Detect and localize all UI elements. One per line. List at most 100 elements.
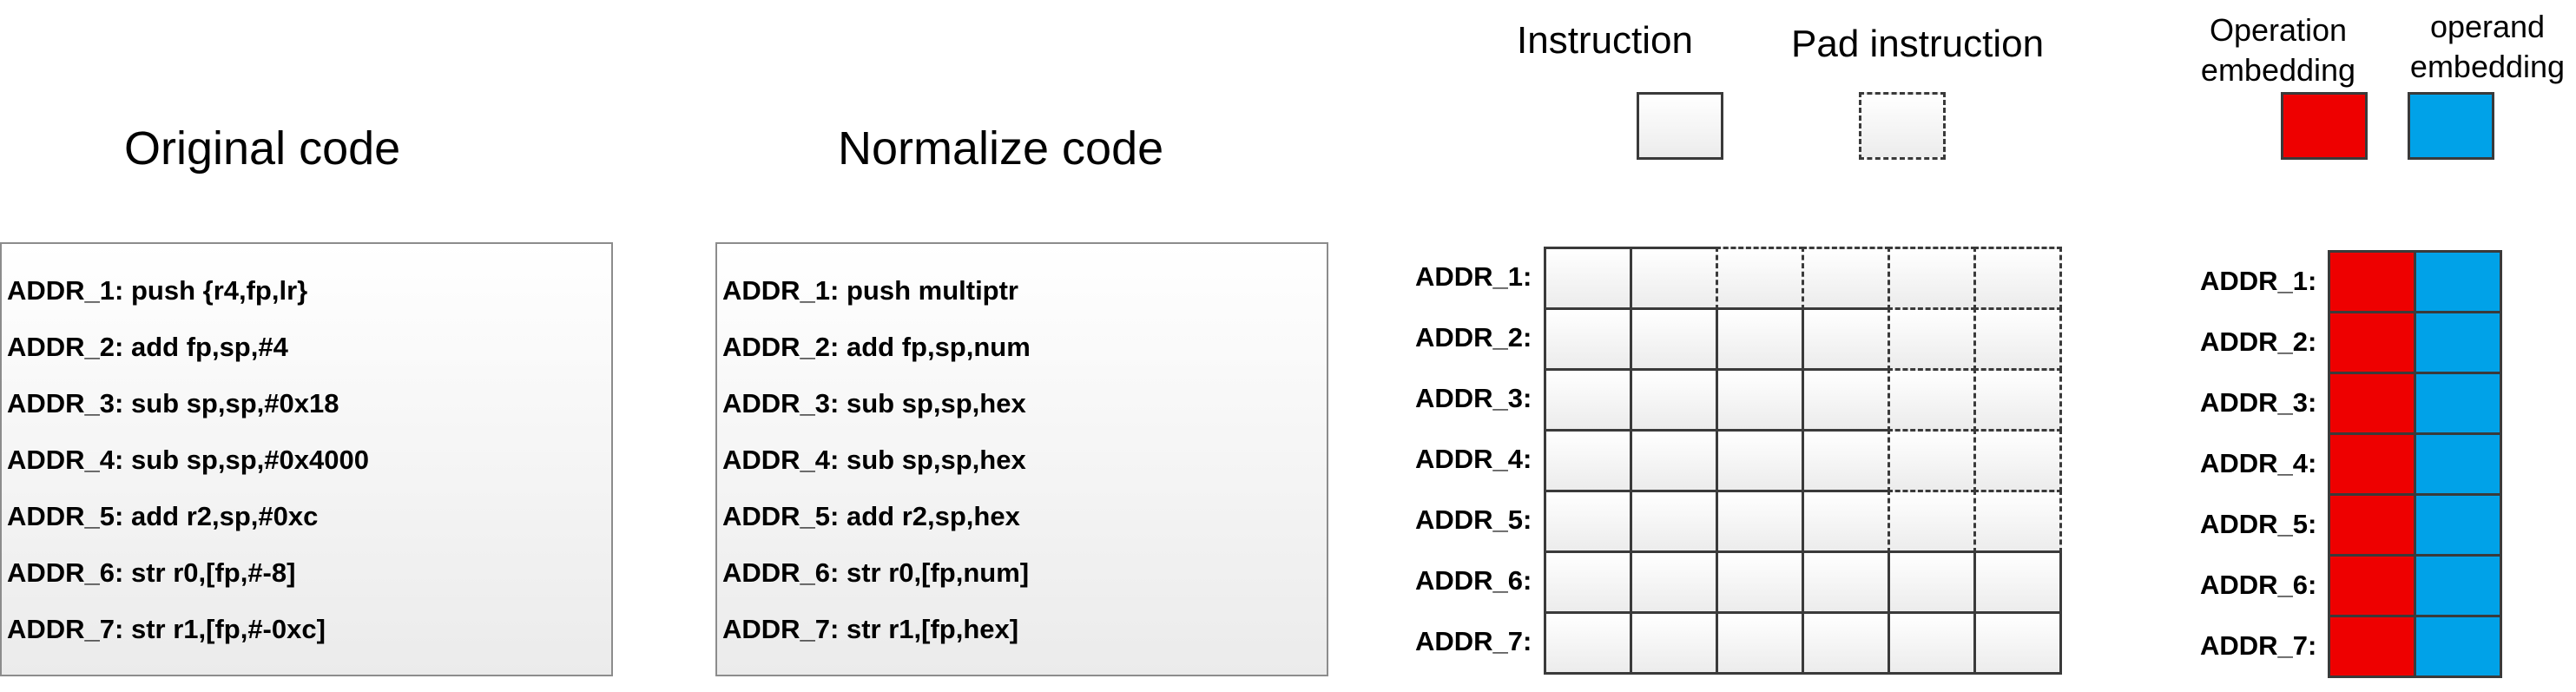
original-code-title: Original code [124, 122, 401, 175]
normalize-code-line: ADDR_7: str r1,[fp,hex] [722, 614, 1019, 644]
legend-operation-embedding-label: Operation embedding [2200, 10, 2356, 90]
instruction-token-cell [1544, 550, 1632, 614]
original-code-line: ADDR_3: sub sp,sp,#0x18 [7, 388, 339, 418]
legend-operation-line1: Operation [2209, 12, 2348, 48]
grid-addr-label: ADDR_4: [1415, 444, 1532, 474]
instruction-token-cell [1630, 550, 1718, 614]
legend-operand-embedding-swatch [2408, 92, 2494, 160]
operation-embedding-cell [2328, 432, 2416, 496]
normalize-code-line: ADDR_4: sub sp,sp,hex [722, 445, 1026, 475]
operation-embedding-cell [2328, 615, 2416, 678]
operand-embedding-cell [2414, 615, 2502, 678]
operand-embedding-cell [2414, 554, 2502, 617]
instruction-token-cell [1544, 429, 1632, 492]
instruction-token-cell [1630, 429, 1718, 492]
legend-operand-line1: operand [2429, 9, 2546, 44]
operand-embedding-cell [2414, 493, 2502, 557]
instruction-token-cell [1630, 611, 1718, 675]
original-code-line: ADDR_2: add fp,sp,#4 [7, 332, 288, 362]
embedding-grid [2328, 250, 2502, 688]
instruction-token-cell [1973, 611, 2062, 675]
instruction-token-cell [1544, 307, 1632, 371]
instruction-token-cell [1802, 550, 1890, 614]
pad-token-cell [1973, 368, 2062, 432]
pad-token-cell [1973, 429, 2062, 492]
instruction-token-cell [1630, 247, 1718, 310]
grid-addr-label: ADDR_6: [1415, 565, 1532, 596]
embedding-addr-label: ADDR_3: [2200, 387, 2317, 418]
operand-embedding-cell [2414, 250, 2502, 313]
normalize-code-line: ADDR_1: push multiptr [722, 275, 1018, 306]
pad-token-cell [1888, 368, 1976, 432]
instruction-token-cell [1544, 611, 1632, 675]
original-code-line: ADDR_4: sub sp,sp,#0x4000 [7, 445, 369, 475]
pad-token-cell [1888, 307, 1976, 371]
original-code-box: ADDR_1: push {r4,fp,lr} ADDR_2: add fp,s… [0, 242, 613, 676]
operand-embedding-cell [2414, 311, 2502, 374]
grid-addr-label: ADDR_7: [1415, 626, 1532, 656]
embedding-addr-label: ADDR_6: [2200, 570, 2317, 600]
instruction-token-cell [1888, 611, 1976, 675]
grid-addr-label: ADDR_5: [1415, 504, 1532, 535]
embedding-addr-label: ADDR_2: [2200, 326, 2317, 357]
instruction-token-cell [1888, 550, 1976, 614]
instruction-token-cell [1544, 368, 1632, 432]
grid-addr-label: ADDR_3: [1415, 383, 1532, 413]
operand-embedding-cell [2414, 372, 2502, 435]
legend-operand-embedding-label: operand embedding [2405, 7, 2570, 87]
embedding-addr-label: ADDR_1: [2200, 266, 2317, 296]
normalize-code-line: ADDR_5: add r2,sp,hex [722, 501, 1020, 531]
legend-operation-line2: embedding [2200, 52, 2356, 88]
instruction-token-cell [1544, 490, 1632, 553]
operand-embedding-cell [2414, 432, 2502, 496]
instruction-token-cell [1802, 611, 1890, 675]
instruction-token-cell [1716, 307, 1804, 371]
instruction-token-cell [1802, 490, 1890, 553]
embedding-addr-label: ADDR_7: [2200, 630, 2317, 661]
pad-token-cell [1716, 247, 1804, 310]
operation-embedding-cell [2328, 372, 2416, 435]
normalize-code-line: ADDR_6: str r0,[fp,num] [722, 557, 1030, 588]
original-code-line: ADDR_5: add r2,sp,#0xc [7, 501, 319, 531]
pad-token-cell [1973, 247, 2062, 310]
normalize-code-title: Normalize code [838, 122, 1164, 175]
instruction-token-cell [1716, 611, 1804, 675]
instruction-token-cell [1716, 490, 1804, 553]
original-code-line: ADDR_6: str r0,[fp,#-8] [7, 557, 296, 588]
grid-addr-label: ADDR_2: [1415, 322, 1532, 353]
instruction-token-cell [1544, 247, 1632, 310]
pad-token-cell [1973, 490, 2062, 553]
normalize-code-box: ADDR_1: push multiptr ADDR_2: add fp,sp,… [715, 242, 1328, 676]
pad-token-cell [1888, 490, 1976, 553]
operation-embedding-cell [2328, 493, 2416, 557]
instruction-token-cell [1802, 368, 1890, 432]
operation-embedding-cell [2328, 311, 2416, 374]
legend-instruction-swatch [1637, 92, 1723, 160]
legend-instruction-label: Instruction [1517, 19, 1693, 62]
instruction-token-cell [1802, 307, 1890, 371]
legend-pad-instruction-swatch [1859, 92, 1946, 160]
embedding-addr-label: ADDR_5: [2200, 509, 2317, 539]
original-code-line: ADDR_7: str r1,[fp,#-0xc] [7, 614, 326, 644]
operation-embedding-cell [2328, 250, 2416, 313]
instruction-token-cell [1716, 550, 1804, 614]
pad-token-cell [1888, 247, 1976, 310]
embedding-addr-label: ADDR_4: [2200, 448, 2317, 478]
normalize-code-line: ADDR_3: sub sp,sp,hex [722, 388, 1026, 418]
pad-token-cell [1802, 247, 1890, 310]
legend-pad-instruction-label: Pad instruction [1791, 23, 2045, 65]
normalize-code-line: ADDR_2: add fp,sp,num [722, 332, 1031, 362]
legend-operand-line2: embedding [2409, 49, 2566, 84]
grid-addr-label: ADDR_1: [1415, 261, 1532, 292]
instruction-token-cell [1630, 490, 1718, 553]
operation-embedding-cell [2328, 554, 2416, 617]
original-code-line: ADDR_1: push {r4,fp,lr} [7, 275, 308, 306]
legend-operation-embedding-swatch [2281, 92, 2368, 160]
instruction-token-cell [1630, 368, 1718, 432]
instruction-token-cell [1716, 429, 1804, 492]
instruction-token-cell [1973, 550, 2062, 614]
instruction-grid [1544, 247, 2062, 684]
instruction-token-cell [1716, 368, 1804, 432]
pad-token-cell [1973, 307, 2062, 371]
instruction-token-cell [1802, 429, 1890, 492]
